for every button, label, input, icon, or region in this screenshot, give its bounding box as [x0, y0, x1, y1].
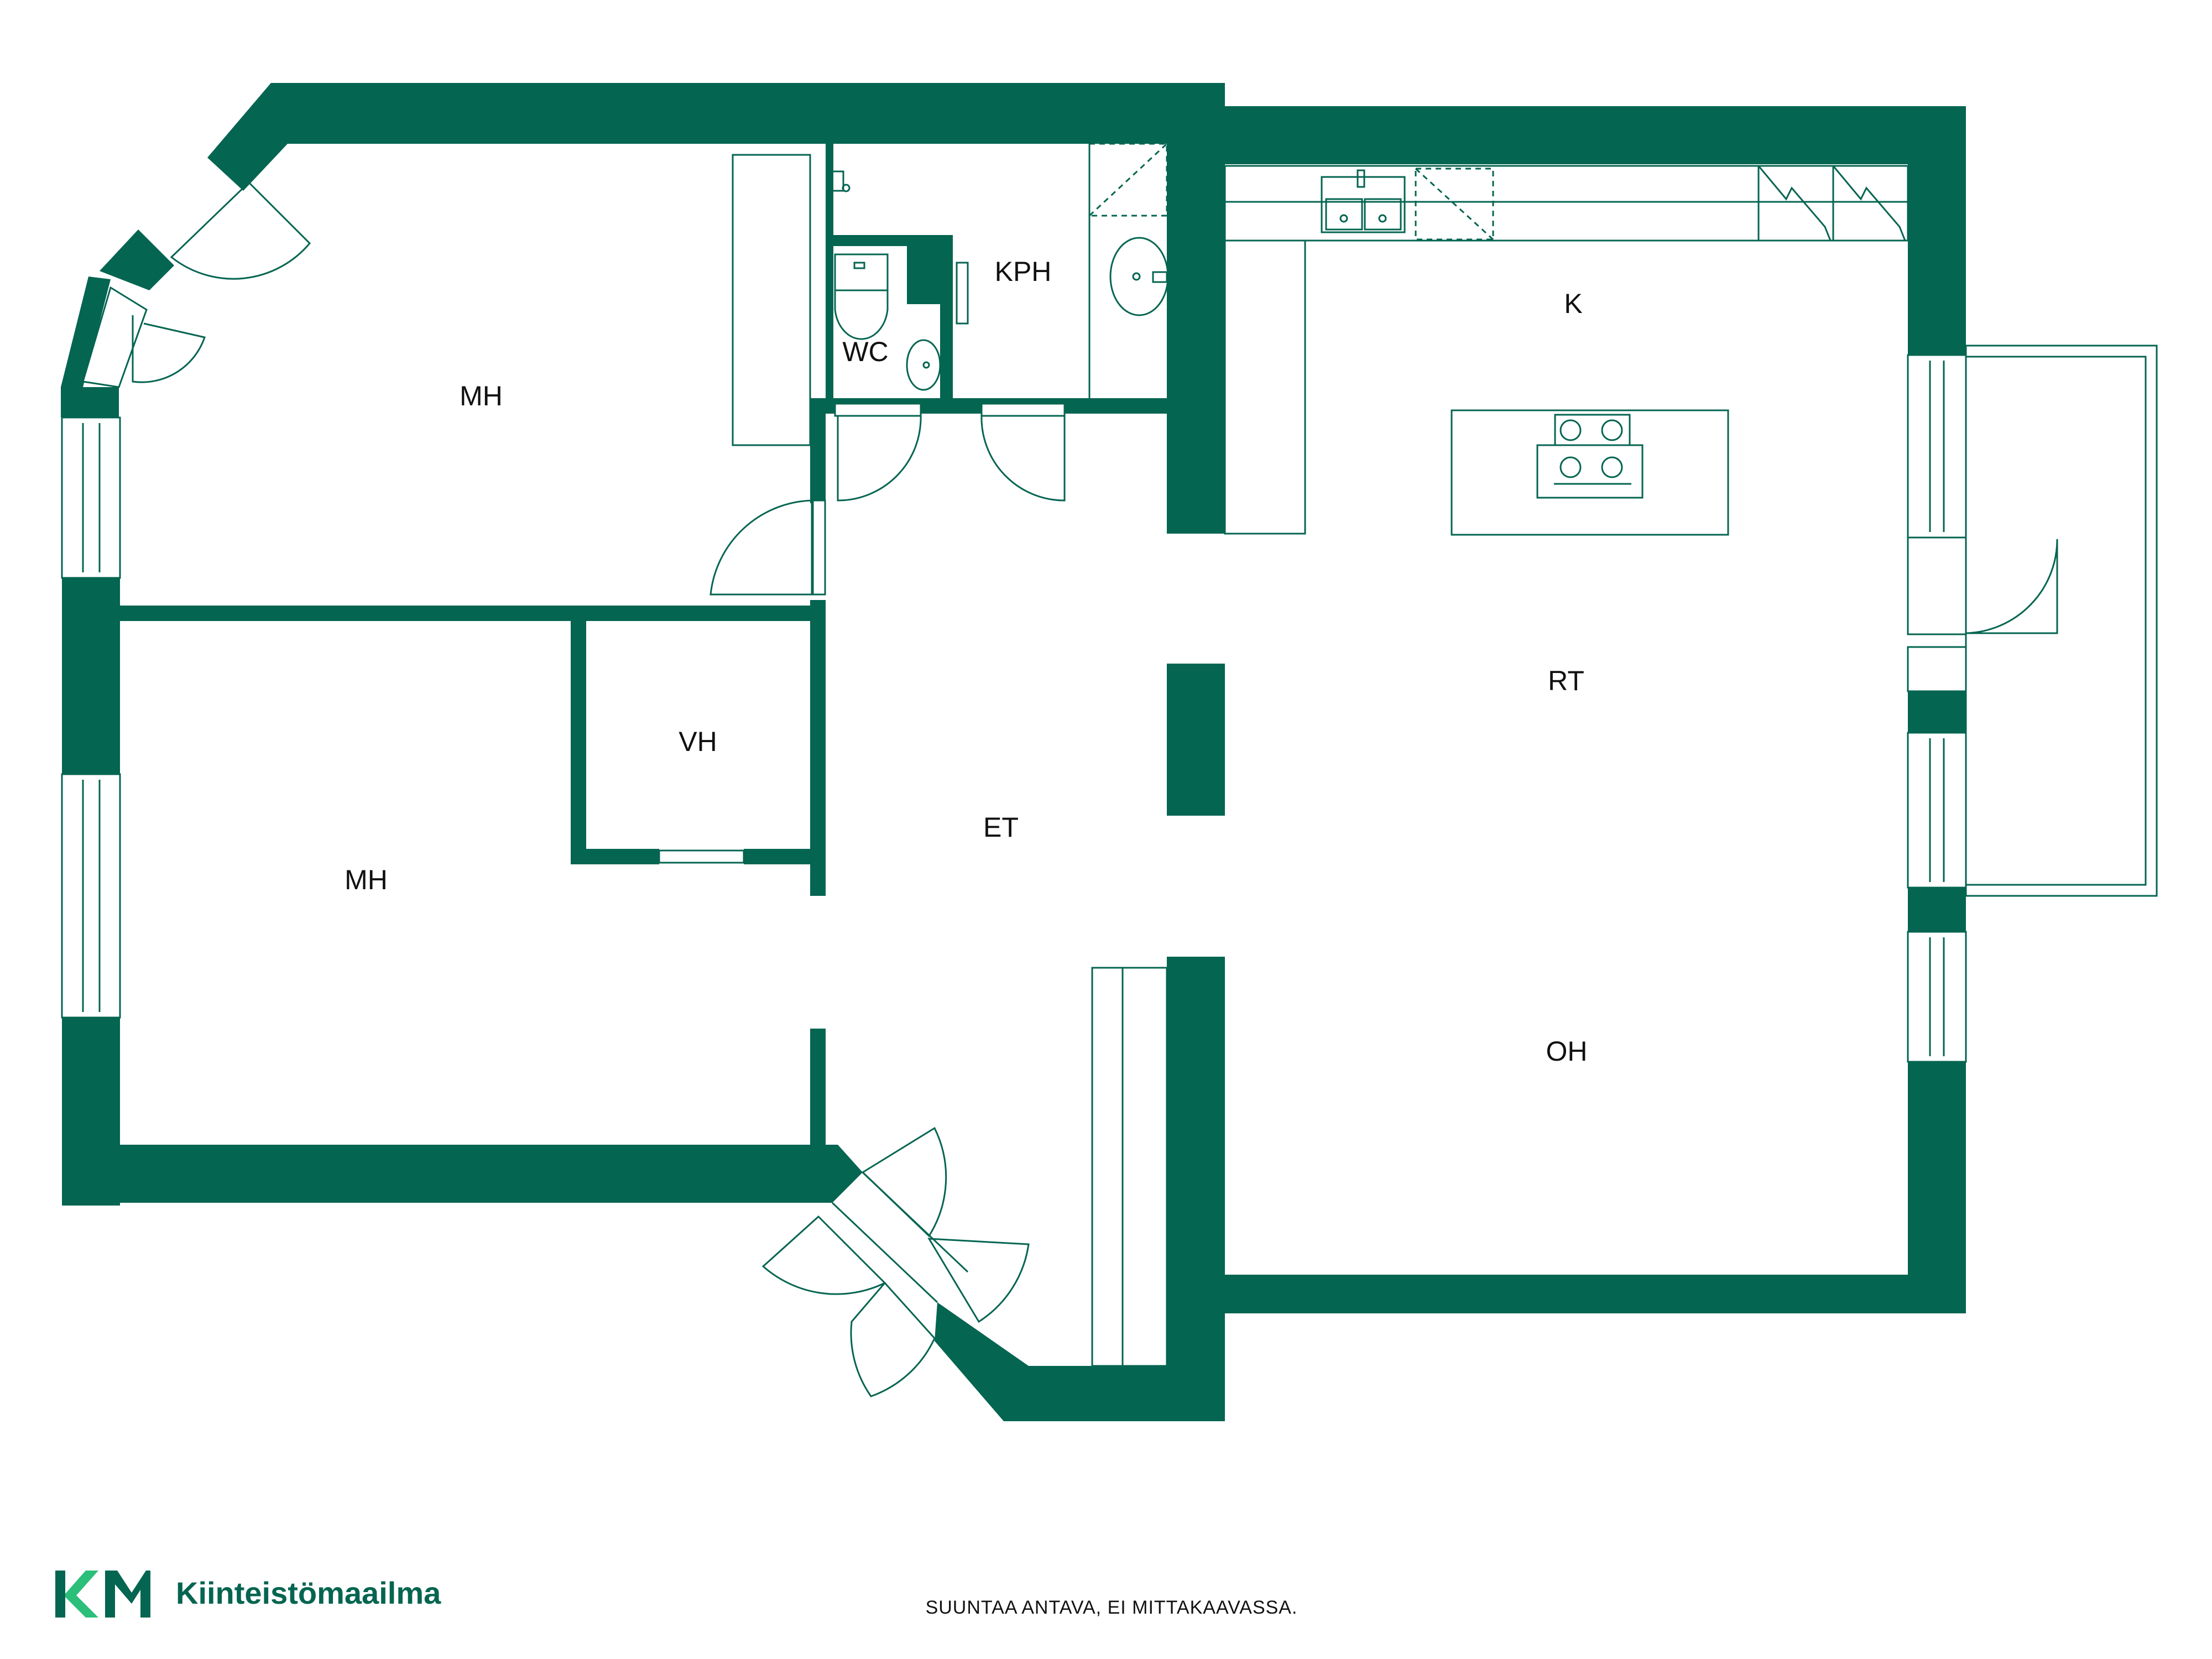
wall-vh-bottom-1 [571, 849, 659, 864]
walls [61, 83, 1966, 1421]
wall-diagonal-w [61, 276, 111, 387]
wardrobe-mh-top [732, 154, 811, 446]
kitchen-sink [1321, 176, 1406, 233]
window-left-2 [61, 773, 121, 1019]
sink-wc [906, 339, 941, 391]
label-et: ET [983, 812, 1019, 843]
wall-mh-et-2 [810, 600, 826, 896]
wall-bottom-right [1225, 1275, 1966, 1313]
km-logo-icon [55, 1571, 150, 1618]
door-nw-2 [132, 315, 206, 383]
disclaimer: SUUNTAA ANTAVA, EI MITTAKAAVASSA. [926, 1597, 1298, 1618]
label-k: K [1564, 288, 1582, 319]
sink-kph [1109, 237, 1169, 316]
wall-wc-notch [907, 246, 940, 304]
balcony-outline-outer [1965, 345, 2158, 897]
label-vh: VH [679, 726, 717, 757]
label-rt: RT [1548, 665, 1584, 696]
wall-vh-left [571, 614, 586, 863]
balcony-door-swing [1965, 539, 2058, 634]
balcony [1907, 345, 2158, 897]
fixtures [732, 143, 1909, 1367]
footer: Kiinteistömaailma SUUNTAA ANTAVA, EI MIT… [55, 1571, 1297, 1618]
door-wc [837, 414, 922, 502]
wardrobe-et [1091, 967, 1168, 1367]
window-right-1 [1907, 354, 1967, 539]
door-entrance-2 [761, 1215, 886, 1295]
wall-mh-et-1 [810, 398, 826, 503]
balcony-door-lower [1907, 646, 1967, 692]
fridge-1 [1757, 165, 1834, 242]
door-entrance-3 [927, 1238, 1030, 1323]
wall-middle-pillar [1167, 664, 1225, 816]
wall-left-1 [62, 578, 120, 774]
wall-wc-top [826, 235, 953, 246]
toilet-wc [834, 253, 889, 291]
wall-vh-bottom-2 [744, 849, 816, 864]
wall-right-2 [1908, 691, 1966, 733]
label-mh-bottom: MH [345, 864, 388, 895]
kitchen-counter-left [1224, 239, 1306, 535]
window-left-1 [61, 416, 121, 579]
fridge-2 [1832, 165, 1909, 242]
wall-bottom-left [62, 1145, 863, 1203]
cooktop [1536, 444, 1644, 499]
wall-mh-divider [120, 606, 817, 621]
door-vh-opening [658, 849, 745, 864]
wall-middle-top [1167, 83, 1225, 534]
door-nw-1 [170, 181, 311, 280]
door-entrance-1 [861, 1126, 947, 1238]
window-right-2 [1907, 732, 1967, 889]
label-kph: KPH [995, 256, 1052, 287]
windows [61, 286, 1967, 1063]
wall-bottom-entrance [935, 1302, 1225, 1421]
door-kph [980, 414, 1066, 502]
balcony-outline-inner [1965, 356, 2147, 886]
label-oh: OH [1546, 1036, 1588, 1067]
balcony-door-frame [1907, 536, 1967, 635]
window-right-3 [1907, 931, 1967, 1063]
room-labels: MH MH WC KPH K RT VH ET OH [345, 256, 1587, 1067]
wall-middle-bottom [1167, 957, 1225, 1366]
label-wc: WC [842, 336, 888, 367]
door-entrance-4 [850, 1281, 936, 1397]
window-diagonal [82, 286, 148, 388]
dishwasher [1415, 168, 1494, 241]
kitchen-island [1451, 409, 1729, 536]
brand-name: Kiinteistömaailma [176, 1575, 441, 1610]
wall-right-1 [1908, 106, 1966, 355]
wall-right-4 [1908, 1062, 1966, 1313]
wall-top-left [207, 83, 1225, 191]
door-mh-top [709, 499, 813, 596]
wall-right-3 [1908, 888, 1966, 932]
wall-mh-et-3 [810, 1029, 826, 1145]
wall-wc-right [940, 235, 953, 401]
wall-bath-left [826, 144, 833, 398]
towel-rack [956, 262, 969, 325]
label-mh-top: MH [460, 380, 503, 411]
wall-top-right [1225, 106, 1966, 164]
wall-diagonal-nw [100, 229, 174, 290]
wall-corner-w [61, 387, 119, 418]
doors [132, 181, 1066, 1397]
